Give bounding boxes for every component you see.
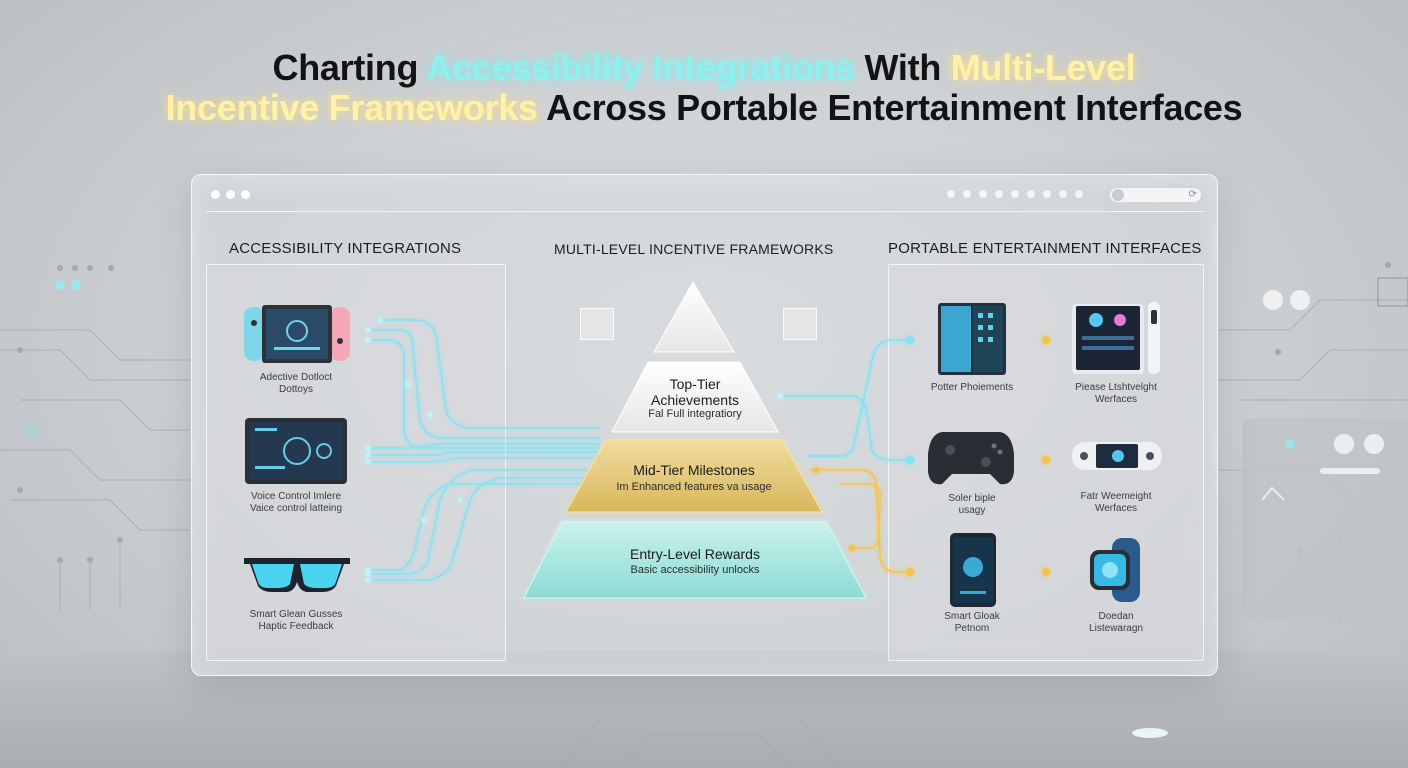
decorative-tile <box>580 308 614 340</box>
right-item-line2: Werfaces <box>1094 394 1138 405</box>
right-item-label: Soler biple usagy <box>900 493 1044 517</box>
right-item-label: Piease Ltshtvelght Werfaces <box>1044 382 1188 406</box>
heading-accessibility: ACCESSIBILITY INTEGRATIONS <box>229 240 462 257</box>
tier-mid-title: Mid-Tier Milestones <box>633 462 755 478</box>
toolbar-dot[interactable] <box>1027 190 1035 198</box>
tier-top-subtitle: Fal Full integratiory <box>648 408 742 420</box>
left-item-line1: Adective Dotloct <box>259 372 333 383</box>
left-item-line2: Haptic Feedback <box>258 621 334 632</box>
right-item-line1: Potter Phoiements <box>930 382 1014 393</box>
right-item-line1: Smart Gloak <box>944 611 1000 622</box>
pyramid-tier-entry <box>523 521 867 599</box>
toolbar-dot[interactable] <box>947 190 955 198</box>
handheld-console-icon <box>244 305 350 363</box>
titlebar-divider <box>206 211 1205 212</box>
left-item-label: Voice Control Imlere Vaice control latte… <box>226 491 366 515</box>
page-title: Charting Accessibility Integrations With… <box>0 48 1408 128</box>
tier-top-title-line2: Achievements <box>651 392 739 408</box>
smart-glasses-icon <box>244 558 350 592</box>
right-connectors <box>780 339 910 573</box>
title-text: Charting <box>272 47 427 88</box>
tablet-icon <box>245 418 347 484</box>
right-item-line1: Doedan <box>1098 611 1134 622</box>
left-item-label: Smart Glean Gusses Haptic Feedback <box>226 609 366 633</box>
left-item-label: Adective Dotloct Dottoys <box>226 372 366 396</box>
left-connectors <box>368 319 600 581</box>
toolbar-dot[interactable] <box>979 190 987 198</box>
right-item-label: Fatr Weemeight Werfaces <box>1044 491 1188 515</box>
tier-entry-title: Entry-Level Rewards <box>630 546 760 562</box>
gamepad-icon <box>928 432 1014 485</box>
right-item-line1: Fatr Weemeight <box>1080 491 1152 502</box>
right-item-label: Smart Gloak Petnom <box>900 611 1044 635</box>
right-item-label: Potter Phoiements <box>900 382 1044 394</box>
tier-top-title-line1: Top-Tier <box>669 376 721 392</box>
foldable-phone-icon <box>938 303 1006 375</box>
toolbar-dot[interactable] <box>1011 190 1019 198</box>
left-item-line2: Vaice control latteing <box>249 503 343 514</box>
tier-entry-subtitle: Basic accessibility unlocks <box>630 564 760 576</box>
title-line-2: Incentive Frameworks Across Portable Ent… <box>0 88 1408 128</box>
right-item-line2: Listewaragn <box>1089 623 1143 634</box>
right-item-line1: Soler biple <box>948 493 996 504</box>
search-toggle[interactable] <box>1112 189 1124 201</box>
left-item-line2: Dottoys <box>279 384 313 395</box>
handheld-device-icon <box>1072 442 1162 470</box>
pyramid-tier-mid <box>565 439 823 513</box>
title-text: With <box>854 47 951 88</box>
tier-top-title: Top-Tier Achievements <box>612 376 778 408</box>
heading-incentive-frameworks: MULTI-LEVEL INCENTIVE FRAMEWORKS <box>554 241 834 257</box>
left-item-line1: Smart Glean Gusses <box>249 609 343 620</box>
toolbar-dot[interactable] <box>995 190 1003 198</box>
pyramid-apex <box>653 280 735 353</box>
right-item-line1: Piease Ltshtvelght <box>1075 382 1157 393</box>
right-item-label: Doedan Listewaragn <box>1044 611 1188 635</box>
refresh-icon[interactable]: ⟳ <box>1188 189 1197 200</box>
incentive-pyramid <box>523 280 867 599</box>
title-line-1: Charting Accessibility Integrations With… <box>0 48 1408 88</box>
toolbar-dot[interactable] <box>1043 190 1051 198</box>
smartphone-icon <box>950 533 996 607</box>
title-highlight-gold: Incentive Frameworks <box>165 87 538 128</box>
smartwatch-icon <box>1090 538 1140 602</box>
window-control-dot[interactable] <box>226 190 235 199</box>
pyramid-tier-top <box>611 361 779 433</box>
title-highlight-cyan: Accessibility Integrations <box>426 47 856 88</box>
tier-mid-subtitle: Im Enhanced features va usage <box>616 481 772 493</box>
tablet-controller-icon <box>1072 302 1160 374</box>
right-item-line2: Werfaces <box>1094 503 1138 514</box>
search-input[interactable]: ⟳ <box>1109 187 1202 203</box>
title-highlight-gold: Multi-Level <box>950 47 1136 88</box>
right-item-line2: usagy <box>958 505 986 516</box>
window-control-dot[interactable] <box>211 190 220 199</box>
title-text: Across Portable Entertainment Interfaces <box>537 87 1243 128</box>
window-control-dot[interactable] <box>241 190 250 199</box>
toolbar-dot[interactable] <box>963 190 971 198</box>
toolbar-dot[interactable] <box>1059 190 1067 198</box>
toolbar-dot[interactable] <box>1075 190 1083 198</box>
decorative-tile <box>783 308 817 340</box>
left-item-line1: Voice Control Imlere <box>250 491 342 502</box>
heading-portable-interfaces: PORTABLE ENTERTAINMENT INTERFACES <box>888 240 1202 257</box>
right-item-line2: Petnom <box>954 623 990 634</box>
